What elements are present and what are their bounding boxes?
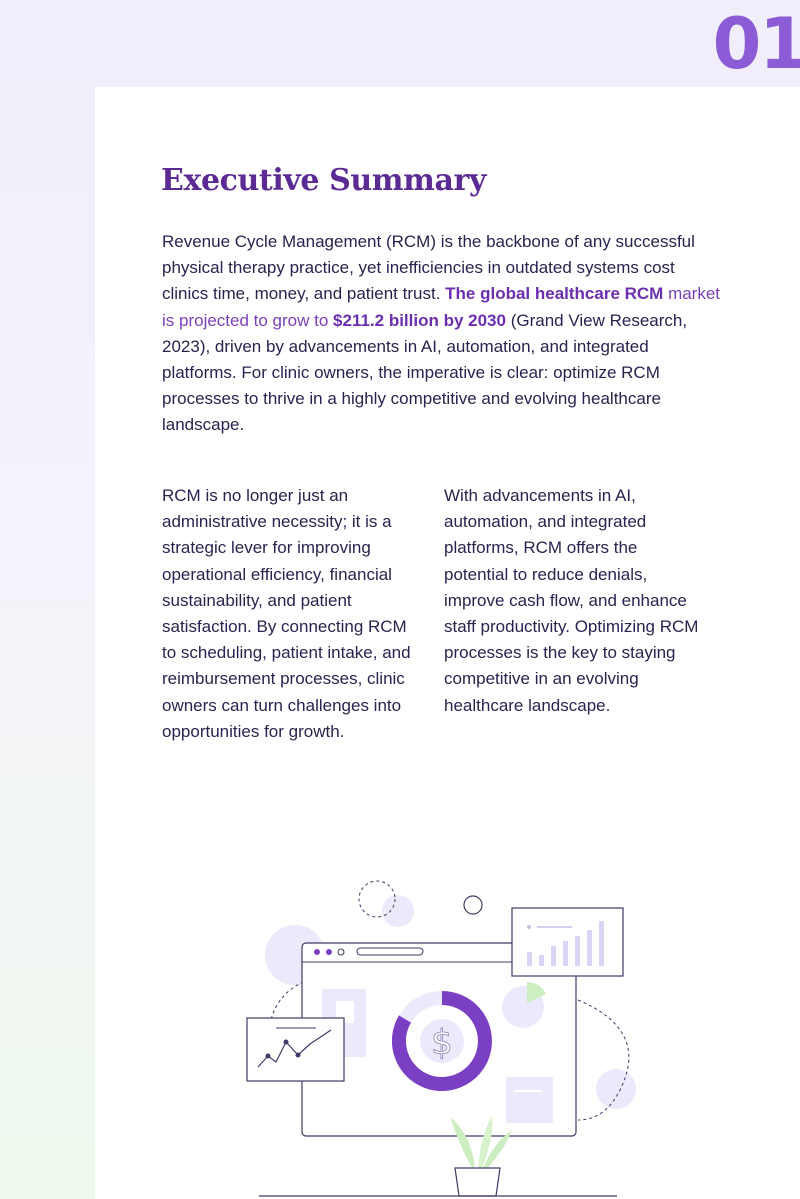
line-chart-card xyxy=(246,1017,345,1082)
dashed-circle-icon xyxy=(358,880,396,918)
lead-text-start: Revenue Cycle Management (RCM) is the ba… xyxy=(162,232,695,304)
bg-circle-right xyxy=(596,1069,636,1109)
plant-leaf xyxy=(478,1116,493,1168)
address-bar xyxy=(356,947,424,956)
window-dot-icon xyxy=(314,949,320,955)
dollar-sign-icon: $ xyxy=(431,1023,453,1063)
bar-chart-bar xyxy=(563,941,568,966)
small-circle-icon xyxy=(463,895,483,915)
right-column-text: With advancements in AI, automation, and… xyxy=(444,486,699,715)
bar-chart-bar xyxy=(527,952,532,966)
left-column-text: RCM is no longer just an administrative … xyxy=(162,486,411,741)
lead-emphasis-market: The global healthcare RCM xyxy=(445,284,664,304)
donut-center xyxy=(420,1019,464,1063)
page-number: 01 xyxy=(712,3,800,85)
lead-text-end: (Grand View Research, 2023), driven by a… xyxy=(162,310,688,435)
lead-paragraph: Revenue Cycle Management (RCM) is the ba… xyxy=(162,229,722,439)
content-block xyxy=(506,1077,553,1123)
donut-progress xyxy=(391,991,492,1091)
line-chart-point xyxy=(265,1053,271,1059)
bar-chart-bar xyxy=(587,930,592,966)
bar-chart-bar xyxy=(551,946,556,966)
pie-slice xyxy=(527,982,546,1003)
lead-highlight-text: market is projected to grow to xyxy=(162,284,721,330)
bar-chart-bar xyxy=(575,936,580,966)
window-dot-icon xyxy=(337,948,345,956)
bg-circle-top xyxy=(382,895,414,927)
line-chart-point xyxy=(283,1039,289,1045)
dashboard-illustration: $ xyxy=(246,880,636,1197)
plant-leaf xyxy=(450,1117,475,1168)
bar-chart-dot-icon xyxy=(527,925,531,929)
dashed-arc-right xyxy=(577,999,630,1121)
bar-chart-bar xyxy=(539,955,544,966)
bar-chart-bar xyxy=(599,921,604,966)
lead-emphasis-value: $211.2 billion by 2030 xyxy=(333,310,506,330)
page-title: Executive Summary xyxy=(161,163,486,198)
line-chart-point xyxy=(295,1052,301,1058)
window-dot-icon xyxy=(326,949,332,955)
plant-leaf xyxy=(483,1130,512,1170)
plant-pot xyxy=(454,1167,501,1197)
